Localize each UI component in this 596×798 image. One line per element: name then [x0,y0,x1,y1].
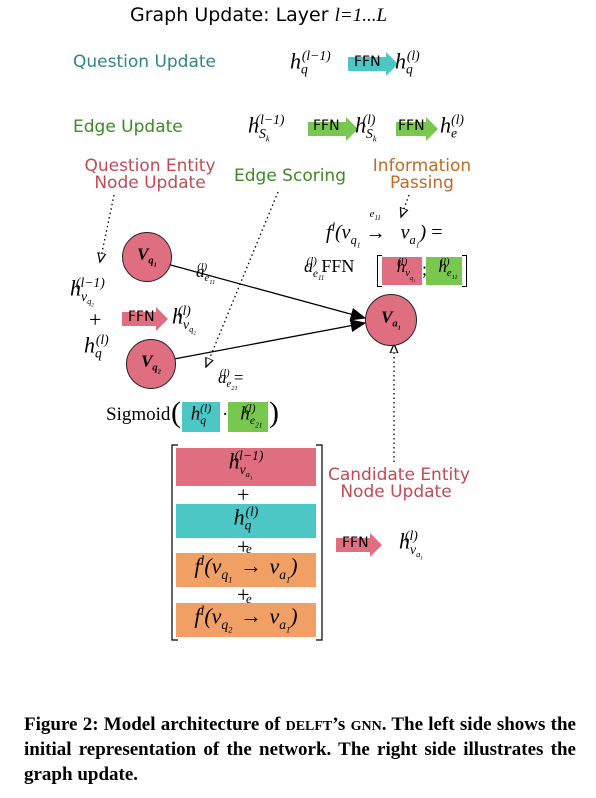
ffn-arrow-pink-final [336,538,372,552]
plus-sign: + [237,482,250,507]
sigmoid-label: Sigmoid [106,404,171,425]
edge-vq2-va1 [173,319,367,360]
concat-separator: ; [422,259,428,279]
pointer-edge-scoring [206,191,279,367]
vq1-embedding-box: hvq1(l) [382,257,422,285]
arrow-head-icon [386,52,398,76]
ffn-arrow-teal [348,57,388,71]
plus-sign: + [237,582,250,607]
edge-scoring-label: Edge Scoring [234,166,347,186]
information-passing-formula: fl(vq1 e11→ va1) = [326,207,443,250]
attention-weighted-ffn: ae11(l) FFN [304,256,355,282]
bracket-left [171,444,178,641]
sigmoid-edge-box: he21(l) [228,402,268,432]
ffn-label: FFN [342,535,369,551]
arrow-head-icon [346,117,358,141]
ffn-arrow-green-2 [396,122,428,136]
arrow-head-icon [426,117,438,141]
va1-prev-box: hva1(l−1) [176,448,316,486]
pointer-information-passing [401,194,410,217]
bracket-left-small [377,255,382,287]
plus-sign: + [89,307,102,332]
question-update-output: hq(l) [395,48,420,77]
dot-operator: · [222,404,229,425]
pointer-question-entity [100,194,115,262]
arrow-head-icon [156,307,168,331]
edge-update-output: he(l) [440,112,464,141]
edge-update-label: Edge Update [73,117,183,137]
sigmoid-question-box: hq(l) [182,402,220,432]
ffn-label: FFN [313,118,340,134]
figure-caption: Figure 2: Model architecture of delft’s … [24,713,576,785]
bracket-right [316,444,323,641]
va1-output-embedding: hva1(l) [399,528,423,563]
paren-left: ( [171,396,181,429]
question-entity-node-update-label: Question Entity Node Update [84,156,216,193]
plus-sign: + [237,534,250,559]
information-passing-label: Information Passing [372,156,472,193]
node-va1[interactable]: Va1 [365,294,417,346]
edge-update-mid: hSk(l) [355,112,377,144]
edge-weight-e11: ae11(l) [196,262,216,287]
candidate-entity-node-update-label: Candidate Entity Node Update [328,465,470,502]
edge-update-input: hSk(l−1) [248,112,285,144]
message-vq2-box: fl(vq2 e→ va1) [176,591,316,637]
ffn-label: FFN [398,118,425,134]
arrow-head-icon [370,533,382,557]
question-embedding: hq(l) [84,332,109,361]
ffn-label: FFN [354,54,381,70]
paren-right: ) [269,396,279,429]
node-vq1[interactable]: Vq1 [122,232,172,282]
ffn-arrow-green-1 [308,122,348,136]
edge-score-e21: ae21(l) = [218,368,244,393]
question-update-label: Question Update [73,52,217,72]
vq2-output-embedding: hvq2(l) [172,303,196,338]
bracket-right-small [462,255,467,287]
ffn-arrow-pink [122,312,158,326]
node-vq2[interactable]: Vq2 [126,339,176,389]
question-update-formula: hq(l−1) [290,48,331,77]
ffn-label: FFN [128,309,155,325]
e11-embedding-box: he11(l) [426,257,462,285]
edge-vq1-va1 [166,263,367,321]
question-box: hq(l) [176,504,316,538]
diagram-title: Graph Update: Layer l=1...L [130,4,388,26]
vq2-prev-embedding: hvq2(l−1) [70,275,105,310]
message-vq1-box: fl(vq1 e→ va1) [176,541,316,587]
